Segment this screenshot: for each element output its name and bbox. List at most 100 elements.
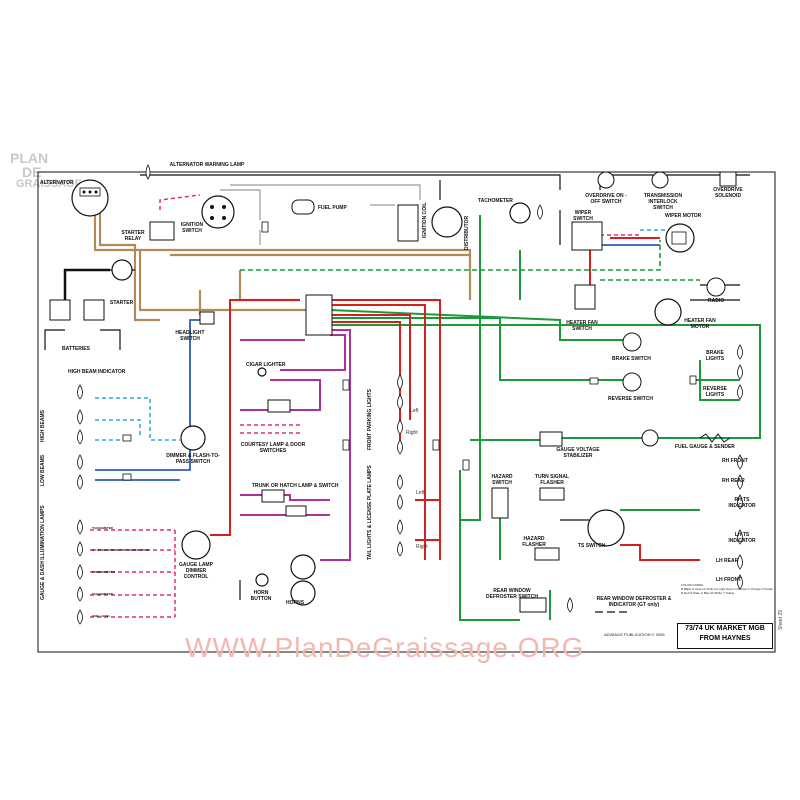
- label-high-beams: HIGH BEAMS: [40, 410, 46, 442]
- overdrive-solenoid-symbol: [719, 171, 737, 187]
- label-radio: RADIO: [708, 298, 725, 304]
- wire: [238, 270, 300, 302]
- label-rh-front: RH FRONT: [722, 458, 748, 464]
- logo-text: DE: [22, 164, 42, 180]
- label-gauge-voltage-stabilizer: GAUGE VOLTAGE STABILIZER: [556, 447, 600, 459]
- wire: [329, 309, 640, 341]
- wire: [240, 494, 330, 501]
- label-turn-signal-flasher: TURN SIGNAL FLASHER: [534, 474, 570, 486]
- ignition-switch-symbol: [201, 195, 235, 229]
- label-high-beam-indicator: HIGH BEAM INDICATOR: [68, 369, 126, 375]
- label-headlight-switch: HEADLIGHT SWITCH: [175, 330, 205, 342]
- wire: [63, 268, 110, 300]
- ts-switch-symbol: [587, 509, 625, 547]
- wire: [98, 205, 160, 322]
- reverse-switch-symbol: [622, 372, 642, 392]
- label-brake-lights: BRAKE LIGHTS: [705, 350, 725, 362]
- wire: [459, 215, 520, 621]
- starter-symbol: [111, 259, 133, 281]
- label-distributor: DISTRIBUTOR: [464, 215, 470, 250]
- wire: [210, 299, 300, 536]
- fuel-gauge-symbol: [641, 429, 659, 447]
- sheet-number: Sheet 29: [778, 609, 784, 630]
- label-alternator-warning-lamp: ALTERNATOR WARNING LAMP: [169, 162, 245, 168]
- horn-symbol: [290, 554, 316, 580]
- fuel-sender-symbol: [699, 433, 731, 443]
- label-gauge-lamp-dimmer: GAUGE LAMP DIMMER CONTROL: [179, 562, 213, 580]
- courtesy-lamp-symbol: [267, 399, 291, 413]
- horn-button-symbol: [255, 573, 269, 587]
- label-lh-ts-indicator: LH TS INDICATOR: [728, 532, 756, 544]
- wire: [620, 544, 700, 561]
- label-fuel-pump: FUEL PUMP: [318, 205, 347, 211]
- label-tachometer: TACHOMETER: [478, 198, 513, 204]
- label-overdrive-solenoid: OVERDRIVE SOLENOID: [713, 187, 743, 199]
- alternator-symbol: [71, 179, 109, 217]
- label-left: Left: [410, 408, 419, 414]
- horn-symbol: [290, 580, 316, 606]
- title-line2: FROM HAYNES: [699, 635, 751, 642]
- diagram-border: [37, 171, 776, 653]
- label-batteries: BATTERIES: [62, 346, 90, 352]
- logo-text: GRAISSAGE: [16, 178, 83, 190]
- heater-fan-switch-symbol: [574, 284, 596, 310]
- title-box: 73/74 UK MARKET MGB FROM HAYNES: [677, 623, 773, 649]
- label-right: Right: [406, 430, 418, 436]
- watermark-logo: PLAN DE GRAISSAGE: [6, 150, 126, 194]
- wire: [280, 334, 346, 371]
- label-alternator: ALTERNATOR: [40, 180, 74, 186]
- stabilizer-symbol: [539, 431, 563, 447]
- wiper-switch-symbol: [571, 221, 603, 251]
- heater-fan-motor-symbol: [654, 298, 682, 326]
- gray-wires: [220, 184, 421, 245]
- distributor-symbol: [431, 206, 463, 238]
- ignition-coil-symbol: [397, 204, 419, 242]
- wire: [699, 360, 740, 401]
- wire: [44, 329, 65, 350]
- wire: [140, 174, 561, 190]
- wire: [159, 194, 201, 210]
- label-cigar-lighter: CIGAR LIGHTER: [246, 362, 286, 368]
- dimmer-switch-symbol: [180, 425, 206, 451]
- gauge-lamp-row: TACHOMETER: [92, 526, 113, 530]
- label-courtesy-lamp: COURTESY LAMP & DOOR SWITCHES: [240, 442, 306, 454]
- label-horn-button: HORN BUTTON: [250, 590, 272, 602]
- battery-symbol: [49, 299, 71, 321]
- label-lh-rear: LH REAR: [716, 558, 739, 564]
- cyan-dashed-wires: [95, 229, 680, 441]
- label-hazard-switch: HAZARD SWITCH: [491, 474, 513, 486]
- hazard-flasher-symbol: [534, 547, 560, 561]
- label-fuel-gauge-sender: FUEL GAUGE & SENDER: [675, 444, 735, 450]
- fuse-block-symbol: [305, 294, 333, 336]
- red-wires: [210, 237, 700, 561]
- wire: [140, 248, 472, 300]
- watermark-text: WWW.PlanDeGraissage.ORG: [185, 632, 585, 663]
- label-lh-front: LH FRONT: [716, 577, 742, 583]
- wire: [320, 329, 351, 561]
- wire: [95, 397, 180, 441]
- fuel-pump-symbol: [291, 199, 315, 215]
- bulb-symbol: [145, 164, 151, 180]
- label-overdrive-switch: OVERDRIVE ON - OFF SWITCH: [585, 193, 627, 205]
- gauge-lamp-row: OIL PRESSURE/WATER TEMPERATURE: [92, 548, 150, 552]
- overdrive-switch-symbol: [597, 171, 615, 189]
- gauge-dimmer-symbol: [181, 530, 211, 560]
- label-transmission-interlock: TRANSMISSION INTERLOCK SWITCH: [643, 193, 683, 211]
- label-rear-defroster-switch: REAR WINDOW DEFROSTER SWITCH: [486, 588, 538, 600]
- label-low-beams: LOW BEAMS: [40, 454, 46, 486]
- headlight-switch-symbol: [199, 311, 215, 325]
- label-hazard-flasher: HAZARD FLASHER: [522, 536, 546, 548]
- gauge-lamp-row: SPEEDOMETER: [92, 570, 116, 574]
- wire: [95, 419, 141, 435]
- wire: [330, 304, 426, 560]
- label-reverse-lights: REVERSE LIGHTS: [703, 386, 727, 398]
- legend-codes: B Black G Green K Pink LG Light Green N …: [681, 587, 773, 595]
- interlock-switch-symbol: [651, 171, 669, 189]
- gauge-lamp-row: FUEL LEVEL: [92, 614, 111, 618]
- label-trunk-switch: TRUNK OR HATCH LAMP & SWITCH: [252, 483, 339, 489]
- connector-group: [122, 221, 697, 481]
- wire: [95, 445, 191, 471]
- label-starter-relay: STARTER RELAY: [121, 230, 145, 242]
- label-front-parking-lights: FRONT PARKING LIGHTS: [367, 388, 373, 450]
- logo-text: PLAN: [10, 150, 49, 166]
